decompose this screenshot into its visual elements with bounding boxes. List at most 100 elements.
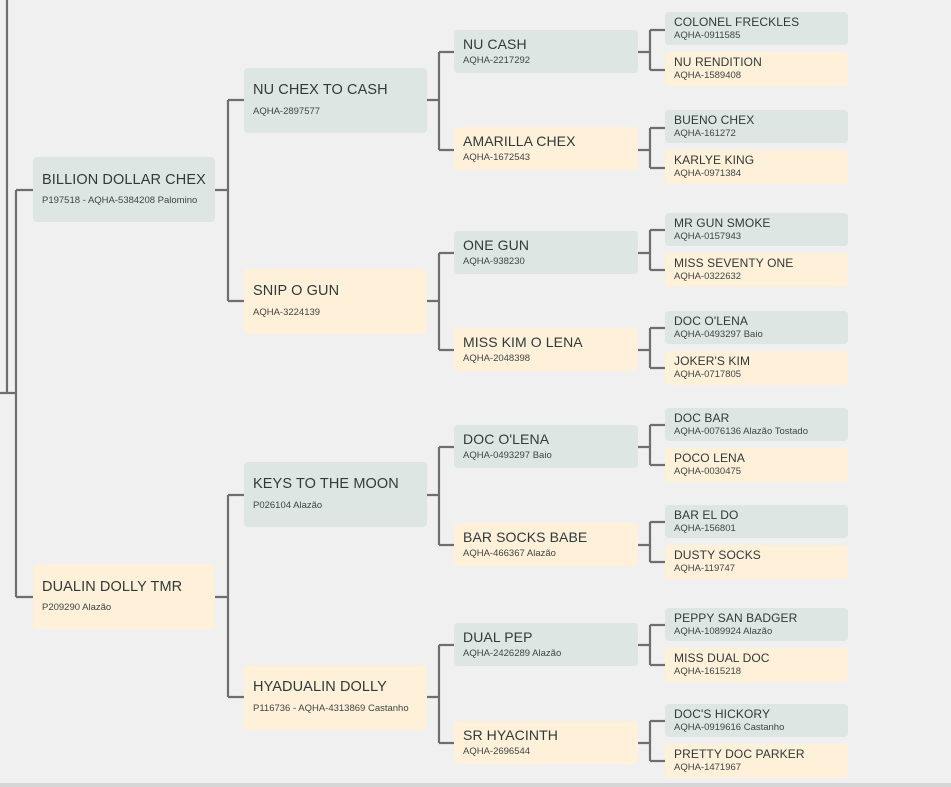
connector-gen3-f (638, 520, 665, 564)
connector-gen3-h (638, 719, 665, 763)
horse-card-billion-dollar-chex[interactable]: BILLION DOLLAR CHEX P197518 - AQHA-53842… (33, 157, 215, 222)
horse-card-nu-chex-to-cash[interactable]: NU CHEX TO CASH AQHA-2897577 (244, 68, 427, 133)
horse-name: DUSTY SOCKS (674, 548, 761, 562)
horse-registration: AQHA-156801 (674, 523, 736, 534)
horse-registration: AQHA-1471967 (674, 762, 742, 773)
horse-registration: P026104 Alazão (253, 500, 323, 511)
horse-name: AMARILLA CHEX (463, 133, 576, 149)
horse-card-docs-hickory[interactable]: DOC'S HICKORY AQHA-0919616 Castanho (665, 704, 848, 737)
horse-registration: AQHA-0717805 (674, 369, 742, 380)
horse-card-poco-lena[interactable]: POCO LENA AQHA-0030475 (665, 448, 848, 482)
horse-name: BUENO CHEX (674, 113, 755, 127)
connector-gen2-b (427, 251, 454, 352)
horse-card-colonel-freckles[interactable]: COLONEL FRECKLES AQHA-0911585 (665, 12, 848, 45)
horse-name: MR GUN SMOKE (674, 216, 771, 230)
horse-registration: AQHA-0076136 Alazão Tostado (674, 426, 808, 437)
horse-registration: AQHA-1089924 Alazão (674, 626, 773, 637)
horse-card-doc-bar[interactable]: DOC BAR AQHA-0076136 Alazão Tostado (665, 408, 848, 441)
connector-root (0, 0, 9, 395)
horse-registration: AQHA-2696544 (463, 746, 531, 757)
horse-name: ONE GUN (463, 237, 530, 253)
horse-name: POCO LENA (674, 451, 745, 465)
horse-name: BAR EL DO (674, 508, 739, 522)
horse-name: DOC'S HICKORY (674, 707, 771, 721)
horse-card-dualin-dolly-tmr[interactable]: DUALIN DOLLY TMR P209290 Alazão (33, 564, 215, 629)
horse-card-sr-hyacinth[interactable]: SR HYACINTH AQHA-2696544 (454, 721, 638, 764)
horse-name: MISS KIM O LENA (463, 334, 583, 350)
horse-card-doc-olena[interactable]: DOC O'LENA AQHA-0493297 Baio (454, 425, 638, 468)
horse-card-snip-o-gun[interactable]: SNIP O GUN AQHA-3224139 (244, 269, 427, 334)
horse-registration: AQHA-0493297 Baio (463, 450, 552, 461)
horse-card-one-gun[interactable]: ONE GUN AQHA-938230 (454, 231, 638, 274)
horizontal-scrollbar[interactable] (0, 783, 951, 787)
horse-registration: AQHA-2217292 (463, 55, 531, 66)
horse-name: NU CHEX TO CASH (253, 82, 388, 98)
horse-name: HYADUALIN DOLLY (253, 679, 387, 695)
horse-registration: AQHA-0493297 Baio (674, 329, 763, 340)
horse-card-peppy-san-badger[interactable]: PEPPY SAN BADGER AQHA-1089924 Alazão (665, 608, 848, 641)
connector-gen3-c (638, 228, 665, 272)
horse-card-dusty-socks[interactable]: DUSTY SOCKS AQHA-119747 (665, 545, 848, 579)
horse-card-nu-rendition[interactable]: NU RENDITION AQHA-1589408 (665, 52, 848, 86)
horse-name: DUALIN DOLLY TMR (42, 579, 183, 595)
horse-registration: AQHA-0971384 (674, 168, 742, 179)
horse-name: KEYS TO THE MOON (253, 476, 399, 492)
horse-card-pretty-doc-parker[interactable]: PRETTY DOC PARKER AQHA-1471967 (665, 744, 848, 778)
horse-registration: AQHA-161272 (674, 128, 736, 139)
horse-registration: AQHA-1615218 (674, 666, 742, 677)
horse-registration: P116736 - AQHA-4313869 Castanho (253, 703, 409, 714)
horse-name: PEPPY SAN BADGER (674, 611, 798, 625)
horse-registration: AQHA-3224139 (253, 307, 321, 318)
horse-card-bar-socks-babe[interactable]: BAR SOCKS BABE AQHA-466367 Alazão (454, 523, 638, 566)
horse-name: PRETTY DOC PARKER (674, 747, 805, 761)
horse-card-nu-cash[interactable]: NU CASH AQHA-2217292 (454, 30, 638, 73)
horse-name: DOC O'LENA (674, 314, 748, 328)
connector-gen2-a (427, 50, 454, 152)
horse-card-miss-seventy-one[interactable]: MISS SEVENTY ONE AQHA-0322632 (665, 253, 848, 287)
horse-card-dual-pep[interactable]: DUAL PEP AQHA-2426289 Alazão (454, 623, 638, 666)
horse-name: MISS SEVENTY ONE (674, 256, 794, 270)
horse-registration: AQHA-0030475 (674, 466, 742, 477)
horse-card-jokers-kim[interactable]: JOKER'S KIM AQHA-0717805 (665, 351, 848, 385)
horse-registration: AQHA-1589408 (674, 70, 742, 81)
connector-gen2-c (427, 445, 454, 547)
connector-gen1-dam (215, 493, 244, 699)
horse-card-keys-to-the-moon[interactable]: KEYS TO THE MOON P026104 Alazão (244, 462, 427, 527)
horse-name: DOC O'LENA (463, 431, 550, 447)
horse-name: KARLYE KING (674, 153, 755, 167)
connector-gen3-e (638, 423, 665, 467)
horse-registration: AQHA-0157943 (674, 231, 742, 242)
horse-registration: AQHA-938230 (463, 256, 525, 267)
connector-gen3-b (638, 126, 665, 170)
horse-name: NU CASH (463, 36, 527, 52)
horse-card-bueno-chex[interactable]: BUENO CHEX AQHA-161272 (665, 110, 848, 143)
horse-card-hyadualin-dolly[interactable]: HYADUALIN DOLLY P116736 - AQHA-4313869 C… (244, 665, 427, 730)
horse-registration: P197518 - AQHA-5384208 Palomino (42, 195, 198, 206)
horse-name: DUAL PEP (463, 629, 533, 645)
horse-card-karlye-king[interactable]: KARLYE KING AQHA-0971384 (665, 150, 848, 184)
horse-registration: AQHA-2897577 (253, 106, 321, 117)
horse-card-bar-el-do[interactable]: BAR EL DO AQHA-156801 (665, 505, 848, 538)
horse-card-amarilla-chex[interactable]: AMARILLA CHEX AQHA-1672543 (454, 127, 638, 170)
horse-name: BAR SOCKS BABE (463, 529, 588, 545)
horse-card-miss-kim-o-lena[interactable]: MISS KIM O LENA AQHA-2048398 (454, 328, 638, 371)
connector-gen1-sire (215, 98, 244, 303)
horse-card-miss-dual-doc[interactable]: MISS DUAL DOC AQHA-1615218 (665, 648, 848, 682)
horse-registration: AQHA-2048398 (463, 353, 531, 364)
horse-name: NU RENDITION (674, 55, 762, 69)
connector-gen2-d (427, 643, 454, 745)
horse-card-doc-olena-2[interactable]: DOC O'LENA AQHA-0493297 Baio (665, 311, 848, 344)
horse-registration: P209290 Alazão (42, 602, 112, 613)
horse-registration: AQHA-0919616 Castanho (674, 722, 785, 733)
horse-card-mr-gun-smoke[interactable]: MR GUN SMOKE AQHA-0157943 (665, 213, 848, 246)
connector-gen3-d (638, 326, 665, 370)
horse-name: SNIP O GUN (253, 283, 340, 299)
horse-name: DOC BAR (674, 411, 730, 425)
horse-name: SR HYACINTH (463, 727, 558, 743)
connector-gen3-g (638, 623, 665, 667)
horse-name: BILLION DOLLAR CHEX (42, 172, 206, 188)
horse-name: COLONEL FRECKLES (674, 15, 800, 29)
horse-name: MISS DUAL DOC (674, 651, 770, 665)
horse-registration: AQHA-0911585 (674, 30, 741, 41)
